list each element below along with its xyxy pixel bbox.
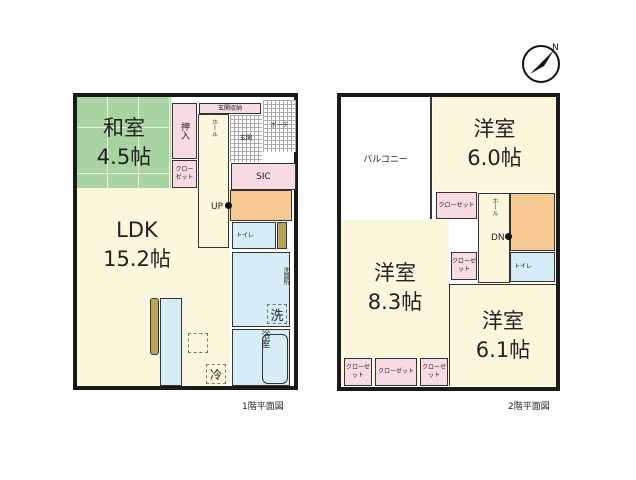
washroom: 洗面所 [232,252,290,327]
stairs[interactable] [510,193,555,251]
balcony: バルコニー [341,97,432,219]
bathtub-icon [262,334,288,384]
room-size: 4.5帖 [96,144,152,169]
room-size: 6.0帖 [467,146,522,170]
toilet: トイレ [510,252,555,282]
stair-marker-icon [225,202,232,209]
ldk-label: LDK 15.2帖 [77,210,197,280]
washer: 洗 [267,304,287,324]
oshiire: 押入 [172,103,197,159]
washroom-label: 洗面所 [282,267,289,285]
room-name: 洋室 [374,261,416,285]
stairs[interactable] [230,190,292,221]
storage-shelf [277,222,287,249]
up-label: UP [211,202,224,212]
hall: ホール [478,193,510,283]
room-6-0: 洋室 6.0帖 [433,97,556,191]
stair-marker-icon [505,233,512,240]
sic: SIC [231,163,296,190]
fridge: 冷 [206,364,226,384]
closet: クローゼット [420,358,448,386]
room-size: 8.3帖 [367,290,423,314]
closet: クローゼット [436,192,477,219]
floor2-caption: 2階平面図 [508,402,550,412]
closet: クローゼット [344,358,372,386]
room-name: 和室 [103,115,145,140]
floor2-outline [337,93,560,391]
closet: クローゼット [172,160,197,188]
room-name: LDK [116,218,158,242]
toilet: トイレ [232,222,276,249]
compass-icon: N [522,43,560,83]
hall: ホール [198,114,229,248]
floor1-caption: 1階平面図 [242,402,284,412]
genkan-storage: 玄関収納 [199,103,261,114]
floor1-outline [73,93,298,390]
closet: クローゼット [375,358,417,386]
ceiling-marker-icon [188,333,208,353]
room-6-1: 洋室 6.1帖 [449,284,556,386]
closet: クローゼット [451,252,477,280]
kitchen-counter [160,298,182,386]
room-name: 洋室 [482,308,524,333]
room-size: 6.1帖 [475,337,531,362]
room-size: 15.2帖 [103,247,171,271]
room-name: 洋室 [473,117,516,141]
dn-label: DN [491,233,505,243]
genkan: 玄関 [230,115,262,162]
compass-label: N [552,43,559,53]
washitsu: 和室 4.5帖 [77,97,171,188]
porch: ポーチ [263,100,296,152]
kitchen-backboard [150,298,159,355]
